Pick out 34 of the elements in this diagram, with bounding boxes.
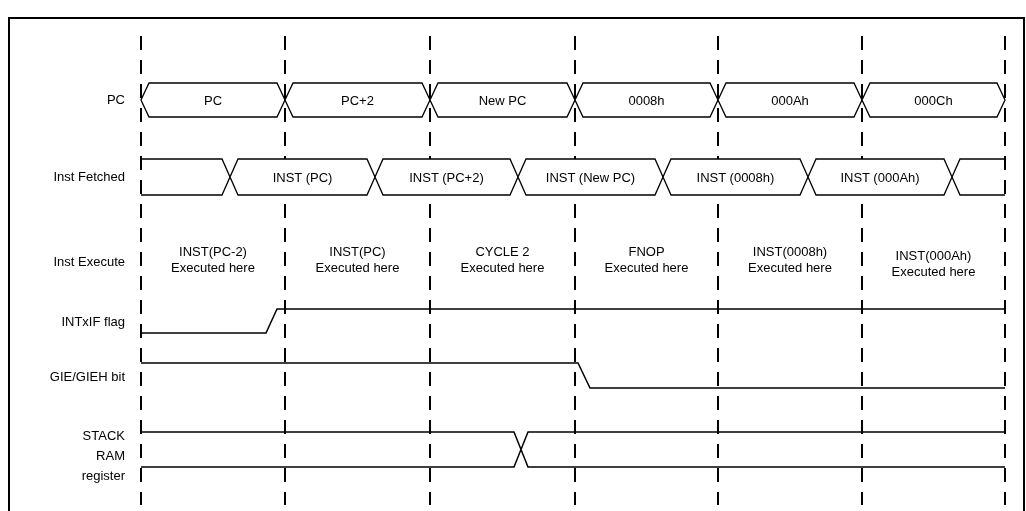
bus-value-segment (808, 159, 952, 195)
bus-value-segment (663, 159, 808, 195)
bus-value-text: INST (000Ah) (840, 169, 920, 185)
bus-value-text: INST (New PC) (545, 169, 636, 185)
bus-value-segment (518, 159, 663, 195)
bus-value-segment (575, 83, 718, 117)
bus-value-text: PC (203, 92, 223, 108)
bus-value-segment (430, 83, 575, 117)
signal-name: GIE/GIEH bit (48, 369, 125, 385)
bus-value-segment (230, 159, 375, 195)
execution-note: INST(0008h) Executed here (747, 244, 833, 276)
bus-value-segment (375, 159, 518, 195)
bus-value-text: 000Ch (914, 92, 953, 108)
bus-value-text: New PC (478, 92, 527, 108)
signal-name: INTxIF flag (60, 314, 125, 330)
execution-note: INST(PC-2) Executed here (170, 244, 256, 276)
bus-value-text: INST (PC+2) (409, 169, 484, 185)
bus-value-segment (718, 83, 862, 117)
bus-value-text: 000Ah (771, 92, 809, 108)
execution-note: INST(PC) Executed here (314, 244, 401, 276)
signal-name: PC (105, 92, 125, 108)
bus-value-text: INST (PC) (272, 169, 333, 185)
signal-name: Inst Execute (52, 254, 125, 270)
bus-value-segment (862, 83, 1005, 117)
signal-name: STACK RAM register (80, 427, 125, 485)
execution-note: FNOP Executed here (603, 244, 690, 276)
execution-note: INST(000Ah) Executed here (890, 248, 977, 280)
signal-name: Inst Fetched (52, 169, 125, 185)
execution-note: CYCLE 2 Executed here (459, 244, 546, 276)
bus-value-text: 0008h (628, 92, 665, 108)
bus-value-segment (285, 83, 430, 117)
bus-value-segment (141, 83, 285, 117)
bus-value-text: INST (0008h) (696, 169, 775, 185)
bus-value-text: PC+2 (341, 92, 374, 108)
